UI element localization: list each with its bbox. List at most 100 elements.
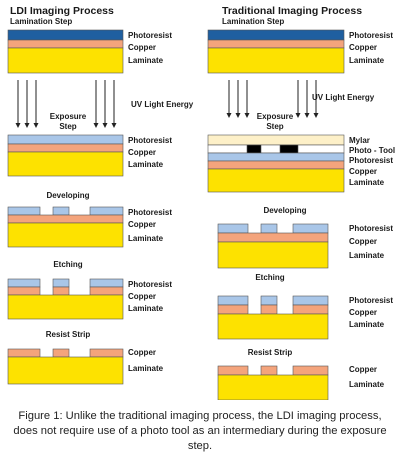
trad-dev-photoresist-block bbox=[217, 223, 249, 234]
ldi-lam-photoresist-layer bbox=[7, 29, 124, 41]
ldi-exp-laminate-layer bbox=[7, 151, 124, 177]
ldi-etch-copper-label: Copper bbox=[128, 292, 156, 301]
ldi-etch-photoresist-block bbox=[89, 278, 124, 288]
trad-lam-copper-layer bbox=[207, 39, 345, 49]
ldi-strip-copper-block bbox=[89, 348, 124, 358]
trad-etch-photoresist-block bbox=[260, 295, 278, 306]
trad-etching-label: Etching bbox=[255, 273, 285, 282]
ldi-dev-laminate-label: Laminate bbox=[128, 234, 164, 243]
ldi-etch-copper-block bbox=[89, 286, 124, 296]
ldi-uv-arrow bbox=[111, 80, 117, 128]
ldi-exposure-step-label: Step bbox=[59, 122, 77, 131]
trad-exp-laminate-label: Laminate bbox=[349, 178, 385, 187]
trad-exp-photoresist-layer bbox=[207, 152, 345, 162]
trad-uv-label: UV Light Energy bbox=[312, 93, 375, 102]
ldi-dev-copper-layer bbox=[7, 214, 124, 224]
ldi-dev-photoresist-block bbox=[89, 206, 124, 216]
trad-lam-laminate-layer bbox=[207, 47, 345, 74]
trad-resist-strip-label: Resist Strip bbox=[247, 348, 293, 357]
trad-dev-laminate-label: Laminate bbox=[349, 251, 385, 260]
trad-etch-photoresist-label: Photoresist bbox=[349, 296, 394, 305]
trad-photo-tool-mask bbox=[279, 144, 299, 154]
ldi-etch-copper-block bbox=[52, 286, 70, 296]
trad-dev-photoresist-block bbox=[292, 223, 329, 234]
ldi-etch-photoresist-block bbox=[52, 278, 70, 288]
ldi-lam-copper-layer bbox=[7, 39, 124, 49]
trad-uv-arrow bbox=[313, 80, 319, 118]
trad-etch-copper-block bbox=[260, 304, 278, 315]
ldi-uv-arrow bbox=[15, 80, 21, 128]
trad-uv-arrow bbox=[244, 80, 250, 118]
trad-photo-tool-mask bbox=[246, 144, 262, 154]
trad-lam-laminate-label: Laminate bbox=[349, 56, 385, 65]
trad-photo-tool-label: Photo - Tool bbox=[349, 146, 396, 155]
trad-uv-arrow bbox=[304, 80, 310, 118]
ldi-dev-laminate-layer bbox=[7, 222, 124, 248]
trad-mylar-layer bbox=[207, 134, 345, 146]
trad-strip-copper-block bbox=[292, 365, 329, 376]
trad-etch-photoresist-block bbox=[292, 295, 329, 306]
ldi-strip-copper-block bbox=[7, 348, 41, 358]
trad-title: Traditional Imaging Process bbox=[222, 5, 363, 17]
ldi-lam-laminate-layer bbox=[7, 47, 124, 74]
ldi-dev-copper-label: Copper bbox=[128, 220, 156, 229]
trad-etch-laminate-layer bbox=[217, 313, 329, 340]
ldi-lam-laminate-label: Laminate bbox=[128, 56, 164, 65]
ldi-strip-laminate-label: Laminate bbox=[128, 364, 164, 373]
ldi-dev-photoresist-block bbox=[52, 206, 70, 216]
ldi-strip-copper-block bbox=[52, 348, 70, 358]
trad-lam-copper-label: Copper bbox=[349, 43, 377, 52]
trad-dev-copper-label: Copper bbox=[349, 237, 377, 246]
ldi-etch-photoresist-label: Photoresist bbox=[128, 280, 173, 289]
trad-strip-copper-block bbox=[217, 365, 249, 376]
trad-uv-arrow bbox=[226, 80, 232, 118]
trad-strip-copper-label: Copper bbox=[349, 365, 377, 374]
ldi-strip-copper-label: Copper bbox=[128, 348, 156, 357]
trad-photo-tool-layer bbox=[207, 144, 345, 154]
imaging-process-diagram: LDI Imaging Process Lamination Step Phot… bbox=[7, 5, 396, 400]
trad-strip-laminate-label: Laminate bbox=[349, 380, 385, 389]
trad-exp-photoresist-label: Photoresist bbox=[349, 156, 394, 165]
trad-uv-arrow bbox=[295, 80, 301, 118]
trad-developing-label: Developing bbox=[263, 206, 307, 215]
ldi-etch-laminate-label: Laminate bbox=[128, 304, 164, 313]
trad-etch-laminate-label: Laminate bbox=[349, 320, 385, 329]
ldi-exp-photoresist-label: Photoresist bbox=[128, 136, 173, 145]
ldi-etch-photoresist-block bbox=[7, 278, 41, 288]
ldi-uv-arrow bbox=[102, 80, 108, 128]
trad-exp-copper-label: Copper bbox=[349, 167, 377, 176]
trad-exposure-step-label: Step bbox=[266, 122, 284, 131]
trad-etch-copper-block bbox=[217, 304, 249, 315]
trad-etch-photoresist-block bbox=[217, 295, 249, 306]
ldi-dev-photoresist-label: Photoresist bbox=[128, 208, 173, 217]
ldi-exp-laminate-label: Laminate bbox=[128, 160, 164, 169]
ldi-uv-label: UV Light Energy bbox=[131, 100, 194, 109]
ldi-exposure-label: Exposure bbox=[49, 112, 87, 121]
ldi-lamination-step-label: Lamination Step bbox=[10, 17, 73, 26]
process-stacks bbox=[7, 29, 345, 400]
ldi-uv-arrow bbox=[24, 80, 30, 128]
trad-dev-copper-layer bbox=[217, 232, 329, 243]
ldi-title: LDI Imaging Process bbox=[10, 5, 114, 17]
trad-dev-photoresist-block bbox=[260, 223, 278, 234]
trad-uv-arrow bbox=[235, 80, 241, 118]
ldi-strip-laminate-layer bbox=[7, 356, 124, 385]
trad-strip-copper-block bbox=[260, 365, 278, 376]
ldi-exp-copper-layer bbox=[7, 143, 124, 153]
ldi-uv-arrow bbox=[93, 80, 99, 128]
trad-etch-copper-block bbox=[292, 304, 329, 315]
trad-exp-copper-layer bbox=[207, 160, 345, 170]
trad-dev-photoresist-label: Photoresist bbox=[349, 224, 394, 233]
ldi-lam-photoresist-label: Photoresist bbox=[128, 31, 173, 40]
trad-mylar-label: Mylar bbox=[349, 136, 370, 145]
trad-lam-photoresist-label: Photoresist bbox=[349, 31, 394, 40]
ldi-lam-copper-label: Copper bbox=[128, 43, 156, 52]
trad-dev-laminate-layer bbox=[217, 241, 329, 269]
trad-lamination-step-label: Lamination Step bbox=[222, 17, 285, 26]
trad-lam-photoresist-layer bbox=[207, 29, 345, 41]
trad-exposure-label: Exposure bbox=[256, 112, 294, 121]
trad-etch-copper-label: Copper bbox=[349, 308, 377, 317]
ldi-dev-photoresist-block bbox=[7, 206, 41, 216]
ldi-etch-laminate-layer bbox=[7, 294, 124, 320]
figure-caption: Figure 1: Unlike the traditional imaging… bbox=[13, 410, 387, 452]
